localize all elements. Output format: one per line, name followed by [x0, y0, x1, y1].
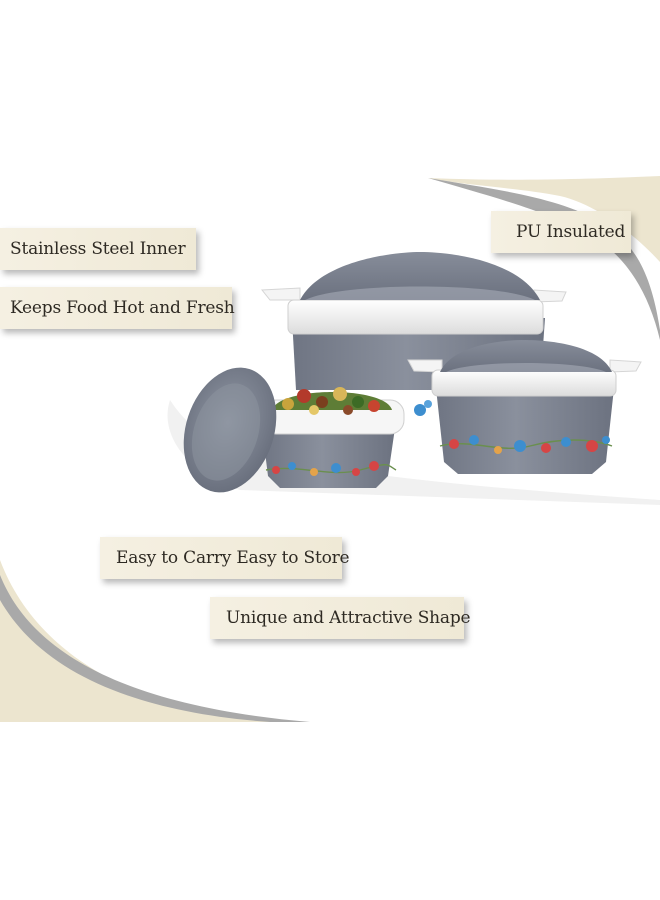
- feature-tag-pu-insulated: PU Insulated: [491, 211, 631, 253]
- feature-tag-easy-carry: Easy to Carry Easy to Store: [100, 537, 350, 579]
- feature-text: PU Insulated: [516, 222, 626, 242]
- casserole-lid: [183, 367, 277, 493]
- background-swoosh-bottom: [0, 560, 310, 722]
- casserole-medium: [407, 340, 642, 474]
- feature-text: Easy to Carry Easy to Store: [116, 548, 350, 568]
- background-swoosh-top: [428, 176, 660, 340]
- feature-tag-stainless-steel: Stainless Steel Inner: [0, 228, 196, 270]
- feature-text: Keeps Food Hot and Fresh: [10, 298, 235, 318]
- casserole-large: [261, 252, 567, 390]
- feature-text: Stainless Steel Inner: [10, 239, 186, 259]
- feature-tag-keeps-food-hot: Keeps Food Hot and Fresh: [0, 287, 235, 329]
- casserole-small-open: [261, 387, 432, 488]
- feature-text: Unique and Attractive Shape: [226, 608, 471, 628]
- feature-tag-unique-shape: Unique and Attractive Shape: [210, 597, 471, 639]
